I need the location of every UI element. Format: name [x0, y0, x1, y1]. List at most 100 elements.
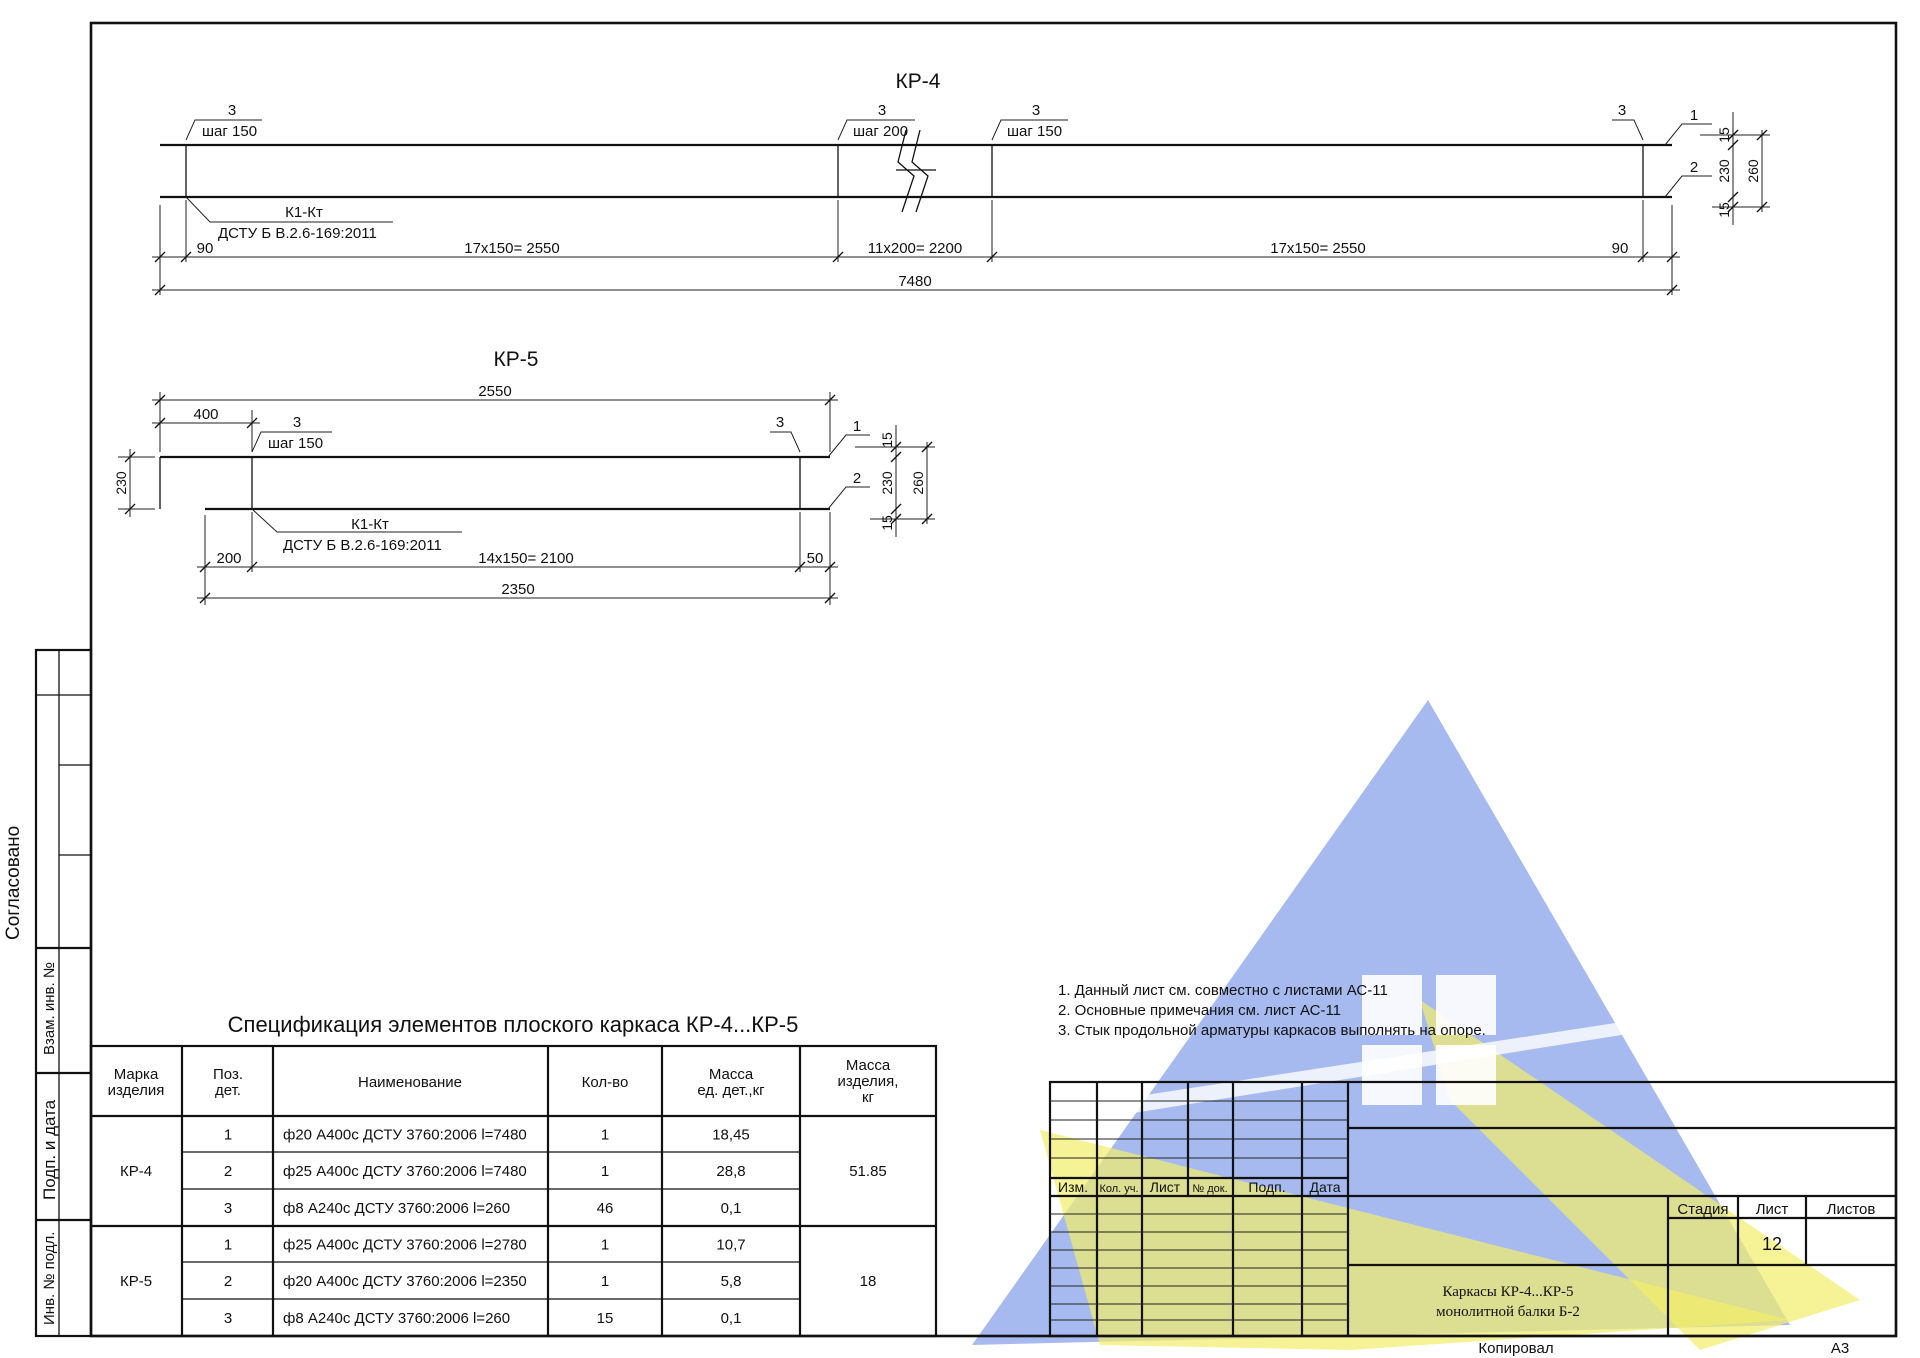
note-1: 1. Данный лист см. совместно с листами А… [1058, 982, 1388, 999]
tb-header-doc-num: № док. [1192, 1183, 1227, 1195]
kr4-dim-v15-bot: 15 [1716, 202, 1732, 218]
spec-table: Спецификация элементов плоского каркаса … [89, 1012, 938, 1338]
kr4-pos2: 2 [1690, 159, 1698, 176]
tb-drawing-title-2: монолитной балки Б-2 [1436, 1304, 1580, 1320]
tb-stage-label: Стадия [1677, 1201, 1728, 1218]
spec-row-qty: 46 [597, 1200, 614, 1217]
spec-row-qty: 1 [601, 1126, 609, 1143]
kr4-callout-3-step: шаг 150 [1007, 123, 1062, 140]
kr4-callout-3-num: 3 [1032, 102, 1040, 119]
spec-row-pos: 1 [224, 1126, 232, 1143]
kr4-dim-seg3: 17х150= 2550 [1270, 240, 1366, 257]
kr5-title: КР-5 [494, 348, 539, 371]
spec-row-qty: 1 [601, 1236, 609, 1253]
spec-row-name: ф20 А400с ДСТУ 3760:2006 l=7480 [283, 1126, 527, 1143]
spec-header-qty: Кол-во [582, 1074, 629, 1091]
kr5-dim-200: 200 [216, 550, 241, 567]
spec-row-unit-mass: 18,45 [712, 1126, 750, 1143]
spec-product-mass-0: 51.85 [849, 1163, 887, 1180]
tb-sheet-label: Лист [1756, 1201, 1789, 1218]
spec-row-name: ф8 А240с ДСТУ 3760:2006 l=260 [283, 1310, 510, 1327]
spec-rows: КР-4 51.85 1 ф20 А400с ДСТУ 3760:2006 l=748… [120, 1126, 887, 1327]
kr4-dim-total: 7480 [898, 273, 931, 290]
kr5-callout-2-num: 3 [776, 414, 784, 431]
kr4-dim-seg2: 11х200= 2200 [868, 240, 962, 257]
kr5-drawing: КР-5 3 шаг 150 3 1 2 К1-Кт ДСТУ Б В.2.6-… [113, 348, 935, 605]
stamp-inv-replace: Взам. инв. № [41, 962, 58, 1055]
kr5-pos2: 2 [853, 470, 861, 487]
spec-row-unit-mass: 0,1 [721, 1200, 742, 1217]
spec-row-qty: 1 [601, 1163, 609, 1180]
tb-header-list: Лист [1150, 1179, 1181, 1195]
tb-drawing-title-1: Каркасы КР-4...КР-5 [1442, 1284, 1573, 1300]
kr4-dim-seg1: 17х150= 2550 [464, 240, 560, 257]
spec-row-qty: 1 [601, 1273, 609, 1290]
kr4-title: КР-4 [896, 70, 941, 93]
spec-row-unit-mass: 10,7 [716, 1236, 745, 1253]
spec-row-pos: 2 [224, 1163, 232, 1180]
spec-mark-1: КР-5 [120, 1273, 152, 1290]
kr4-dim-90-right: 90 [1612, 240, 1629, 257]
note-2: 2. Основные примечания см. лист АС-11 [1058, 1002, 1341, 1019]
tb-copied: Копировал [1478, 1340, 1553, 1357]
spec-row-unit-mass: 0,1 [721, 1310, 742, 1327]
kr5-dim-50: 50 [807, 550, 824, 567]
tb-sheet-number: 12 [1762, 1234, 1782, 1254]
kr5-dim-total: 2350 [501, 581, 534, 598]
kr4-dim-v230: 230 [1716, 159, 1732, 183]
tb-header-sign: Подп. [1248, 1179, 1285, 1195]
kr5-dim-top-total: 2550 [478, 383, 511, 400]
kr5-dim-400: 400 [193, 406, 218, 423]
spec-header-name: Наименование [358, 1074, 462, 1091]
kr4-callout-2-num: 3 [878, 102, 886, 119]
watermark-logo [972, 700, 1860, 1350]
kr5-mark-line2: ДСТУ Б В.2.6-169:2011 [283, 537, 442, 554]
kr4-callout-4-num: 3 [1618, 102, 1626, 119]
stamp-agreed: Согласовано [3, 826, 24, 940]
spec-mark-0: КР-4 [120, 1163, 152, 1180]
spec-row-unit-mass: 28,8 [716, 1163, 745, 1180]
spec-row-qty: 15 [597, 1310, 614, 1327]
spec-row-pos: 3 [224, 1200, 232, 1217]
side-stamp: Согласовано Взам. инв. № Подп. и дата Ин… [3, 648, 93, 1338]
title-block: Изм. Кол. уч. Лист № док. Подп. Дата Ста… [1048, 1080, 1898, 1357]
tb-format: А3 [1831, 1340, 1849, 1357]
tb-header-date: Дата [1309, 1179, 1340, 1195]
kr5-dim-seg: 14х150= 2100 [478, 550, 574, 567]
spec-title: Спецификация элементов плоского каркаса … [228, 1012, 799, 1037]
kr5-pos1: 1 [853, 418, 861, 435]
kr4-mark-line2: ДСТУ Б В.2.6-169:2011 [218, 225, 377, 242]
spec-row-pos: 3 [224, 1310, 232, 1327]
spec-row-pos: 1 [224, 1236, 232, 1253]
kr5-dim-v260: 260 [910, 471, 926, 495]
kr5-callout-1-num: 3 [293, 414, 301, 431]
kr4-callout-2-step: шаг 200 [853, 123, 908, 140]
kr4-dim-90-left: 90 [197, 240, 214, 257]
kr5-callout-1-step: шаг 150 [268, 435, 323, 452]
stamp-inv-orig: Инв. № подл. [41, 1232, 58, 1325]
kr4-break-mark [911, 129, 929, 213]
kr4-dim-v15-top: 15 [1716, 127, 1732, 143]
spec-row-name: ф25 А400с ДСТУ 3760:2006 l=7480 [283, 1163, 527, 1180]
spec-row-pos: 2 [224, 1273, 232, 1290]
kr4-mark-line1: К1-Кт [285, 204, 323, 221]
kr4-drawing: КР-4 3 шаг 150 3 шаг 200 3 шаг 150 3 1 2… [152, 70, 1770, 296]
tb-header-kol-uch: Кол. уч. [1099, 1183, 1138, 1195]
kr5-dim-v15-bot: 15 [879, 515, 895, 531]
kr4-callout-1-num: 3 [228, 102, 236, 119]
spec-product-mass-1: 18 [860, 1273, 877, 1290]
tb-sheets-label: Листов [1827, 1201, 1876, 1218]
note-3: 3. Стык продольной арматуры каркасов вып… [1058, 1022, 1486, 1039]
tb-header-izm: Изм. [1058, 1179, 1088, 1195]
spec-row-unit-mass: 5,8 [721, 1273, 742, 1290]
kr5-dim-v15-top: 15 [879, 432, 895, 448]
kr5-dim-left-230: 230 [113, 471, 129, 495]
spec-header-pos: Поз.дет. [213, 1066, 243, 1099]
notes: 1. Данный лист см. совместно с листами А… [1058, 982, 1486, 1039]
kr4-dim-v260: 260 [1745, 159, 1761, 183]
